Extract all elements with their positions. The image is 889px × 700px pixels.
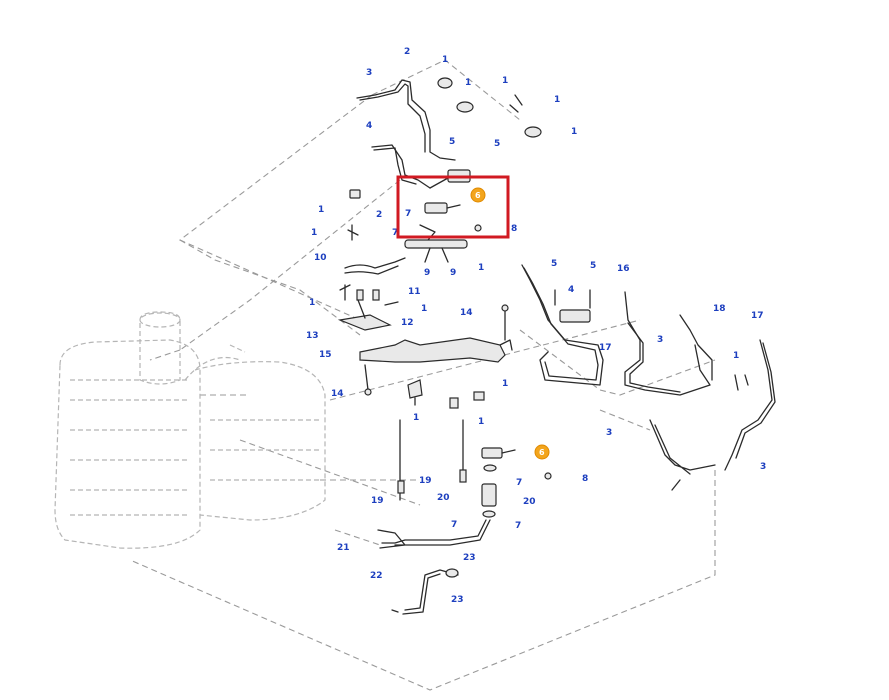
callout-9: 9: [424, 268, 430, 278]
callout-3: 3: [760, 462, 766, 472]
callout-8: 8: [511, 224, 517, 234]
callout-4: 4: [568, 285, 574, 295]
callout-2: 2: [376, 210, 382, 220]
callout-10: 10: [314, 253, 327, 263]
callout-7: 7: [405, 209, 411, 219]
callout-1: 1: [502, 379, 508, 389]
callout-20: 20: [523, 497, 536, 507]
callout-1: 1: [442, 55, 448, 65]
callout-1: 1: [478, 263, 484, 273]
highlight-marker-bottom[interactable]: 6: [534, 444, 550, 460]
sensor-group: [404, 202, 482, 263]
callout-3: 3: [657, 335, 663, 345]
callout-5: 5: [449, 137, 455, 147]
callout-1: 1: [554, 95, 560, 105]
callout-9: 9: [450, 268, 456, 278]
callout-5: 5: [590, 261, 596, 271]
bracket: [359, 304, 513, 409]
callout-15: 15: [319, 350, 332, 360]
callout-labels: 2 1 3 1 1 1 1 4 5 5 1 2 7 7 8 1 10 9 9 1…: [306, 47, 766, 605]
callout-22: 22: [370, 571, 383, 581]
callout-23: 23: [451, 595, 464, 605]
callout-3: 3: [366, 68, 372, 78]
callout-7: 7: [516, 478, 522, 488]
callout-3: 3: [606, 428, 612, 438]
callout-2: 2: [404, 47, 410, 57]
callout-1: 1: [318, 205, 324, 215]
callout-1: 1: [733, 351, 739, 361]
right-pipes: [521, 264, 776, 491]
callout-21: 21: [337, 543, 350, 553]
engine-block: [54, 311, 326, 549]
callout-13: 13: [306, 331, 319, 341]
callout-5: 5: [551, 259, 557, 269]
callout-1: 1: [465, 78, 471, 88]
callout-17: 17: [599, 343, 612, 353]
callout-14: 14: [460, 308, 473, 318]
callout-19: 19: [371, 496, 384, 506]
callout-6: 6: [475, 191, 481, 200]
callout-1: 1: [502, 76, 508, 86]
callout-7: 7: [392, 228, 398, 238]
callout-1: 1: [478, 417, 484, 427]
callout-8: 8: [582, 474, 588, 484]
highlight-box: [396, 175, 510, 239]
callout-4: 4: [366, 121, 372, 131]
callout-20: 20: [437, 493, 450, 503]
callout-12: 12: [401, 318, 414, 328]
callout-19: 19: [419, 476, 432, 486]
callout-16: 16: [617, 264, 630, 274]
lower-assembly: [377, 419, 552, 615]
callout-17: 17: [751, 311, 764, 321]
callout-1: 1: [571, 127, 577, 137]
callout-18: 18: [713, 304, 726, 314]
callout-5: 5: [494, 139, 500, 149]
callout-1: 1: [309, 298, 315, 308]
assembly-outline: [129, 59, 716, 691]
callout-1: 1: [413, 413, 419, 423]
highlight-marker-top[interactable]: 6: [470, 187, 486, 203]
callout-14: 14: [331, 389, 344, 399]
left-fittings: [337, 257, 406, 331]
callout-6: 6: [539, 448, 545, 457]
callout-11: 11: [408, 287, 421, 297]
callout-7: 7: [515, 521, 521, 531]
callout-7: 7: [451, 520, 457, 530]
callout-1: 1: [421, 304, 427, 314]
callout-1: 1: [311, 228, 317, 238]
callout-23: 23: [463, 553, 476, 563]
